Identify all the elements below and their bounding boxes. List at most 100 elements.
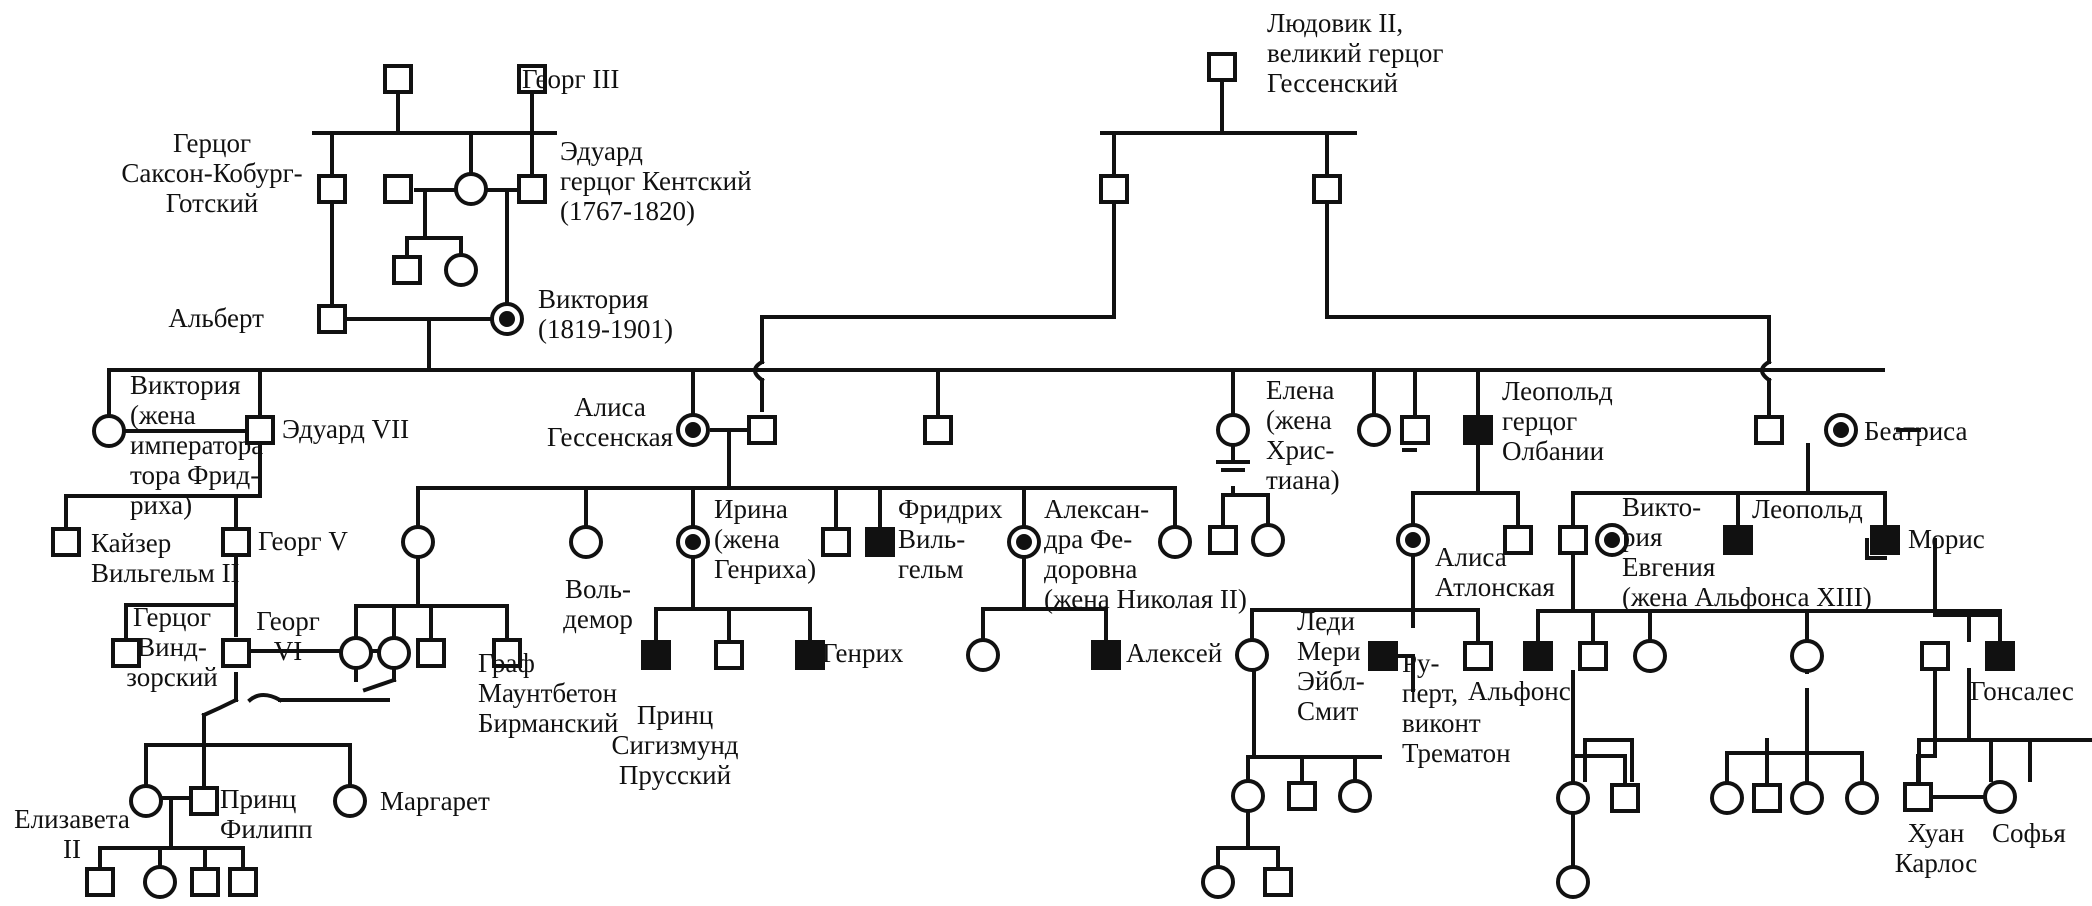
label-line: Смит (1297, 696, 1359, 726)
female-marker (1158, 525, 1192, 559)
carrier-dot (499, 311, 515, 327)
label-line: герцог Кентский (560, 166, 752, 196)
female-marker (1235, 638, 1269, 672)
label-line: Генриха) (714, 554, 816, 584)
affected-male-marker (1723, 525, 1753, 555)
male-marker (221, 638, 251, 668)
label-line: (жена (714, 524, 780, 554)
label-line: Елена (1266, 375, 1334, 405)
label-line: Алиса (574, 392, 646, 422)
label-line: Ирина (714, 494, 788, 524)
affected-male-marker (1523, 641, 1553, 671)
label-line: (жена Альфонса XIII) (1622, 582, 1872, 612)
label-line: Кайзер (91, 528, 171, 558)
label-line: Карлос (1895, 848, 1977, 878)
label-leopold2: Леопольд (1752, 494, 1863, 524)
affected-male-marker (1368, 641, 1398, 671)
label-line: Елизавета (14, 804, 130, 834)
male-marker (1312, 174, 1342, 204)
label-alfons: Альфонс (1468, 676, 1571, 706)
female-marker (1201, 865, 1235, 899)
label-line: (жена (1266, 405, 1332, 435)
label-genrih: Генрих (822, 638, 904, 668)
male-marker (1752, 783, 1782, 813)
label-line: Беатриса (1864, 416, 1967, 446)
male-marker (189, 786, 219, 816)
female-marker (92, 414, 126, 448)
female-marker (1845, 781, 1879, 815)
label-line: Прусский (619, 760, 731, 790)
label-line: Генрих (822, 638, 904, 668)
label-line: герцог (1502, 406, 1577, 436)
female-marker (1710, 781, 1744, 815)
male-marker (111, 638, 141, 668)
label-line: Бирманский (478, 708, 618, 738)
female-marker (444, 253, 478, 287)
female-marker (377, 636, 411, 670)
affected-male-marker (1091, 640, 1121, 670)
label-line: Морис (1908, 524, 1985, 554)
male-marker (1208, 525, 1238, 555)
label-line: Филипп (220, 814, 313, 844)
label-line: (жена Николая II) (1044, 584, 1247, 614)
label-line: Леопольд (1752, 494, 1863, 524)
label-line: Эдуард (560, 136, 643, 166)
female-marker (1790, 781, 1824, 815)
label-line: (жена (130, 400, 196, 430)
label-line: Хрис- (1266, 435, 1334, 465)
male-marker (1503, 525, 1533, 555)
female-marker (966, 638, 1000, 672)
label-line: перт, (1402, 678, 1458, 708)
label-line: Гессенский (1267, 68, 1398, 98)
label-line: рия (1622, 522, 1662, 552)
label-line: Мери (1297, 636, 1361, 666)
label-line: Маунтбетон (478, 678, 617, 708)
label-line: демор (563, 604, 633, 634)
label-georg3: Георг III (522, 64, 619, 94)
male-marker (923, 415, 953, 445)
female-marker (454, 172, 488, 206)
female-marker (1338, 779, 1372, 813)
label-line: императора (130, 430, 263, 460)
label-line: Винд- (137, 632, 207, 662)
label-line: великий герцог (1267, 38, 1444, 68)
label-line: Атлонская (1435, 572, 1555, 602)
label-albert: Альберт (168, 303, 264, 333)
label-line: Герцог (133, 602, 211, 632)
affected-male-marker (641, 640, 671, 670)
male-marker (1207, 52, 1237, 82)
label-line: Герцог (173, 128, 251, 158)
male-marker (1463, 641, 1493, 671)
label-line: Воль- (565, 574, 631, 604)
label-line: Людовик II, (1267, 8, 1403, 38)
label-margaret: Маргарет (380, 786, 490, 816)
male-marker (1578, 641, 1608, 671)
female-marker (1633, 639, 1667, 673)
label-voldemor: Воль-демор (563, 574, 633, 634)
female-marker (1231, 779, 1265, 813)
female-marker (1790, 639, 1824, 673)
label-line: дра Фе- (1044, 524, 1132, 554)
pedigree-lines (64, 77, 2092, 872)
pedigree-individuals (51, 52, 2017, 899)
carrier-dot (1833, 422, 1849, 438)
label-line: гельм (898, 554, 964, 584)
label-line: Принц (637, 700, 713, 730)
label-line: Олбании (1502, 436, 1604, 466)
female-marker (129, 784, 163, 818)
male-marker (317, 174, 347, 204)
male-marker (1610, 783, 1640, 813)
label-line: Виктория (538, 284, 649, 314)
male-marker (1903, 782, 1933, 812)
female-marker (1216, 413, 1250, 447)
affected-male-marker (1870, 525, 1900, 555)
